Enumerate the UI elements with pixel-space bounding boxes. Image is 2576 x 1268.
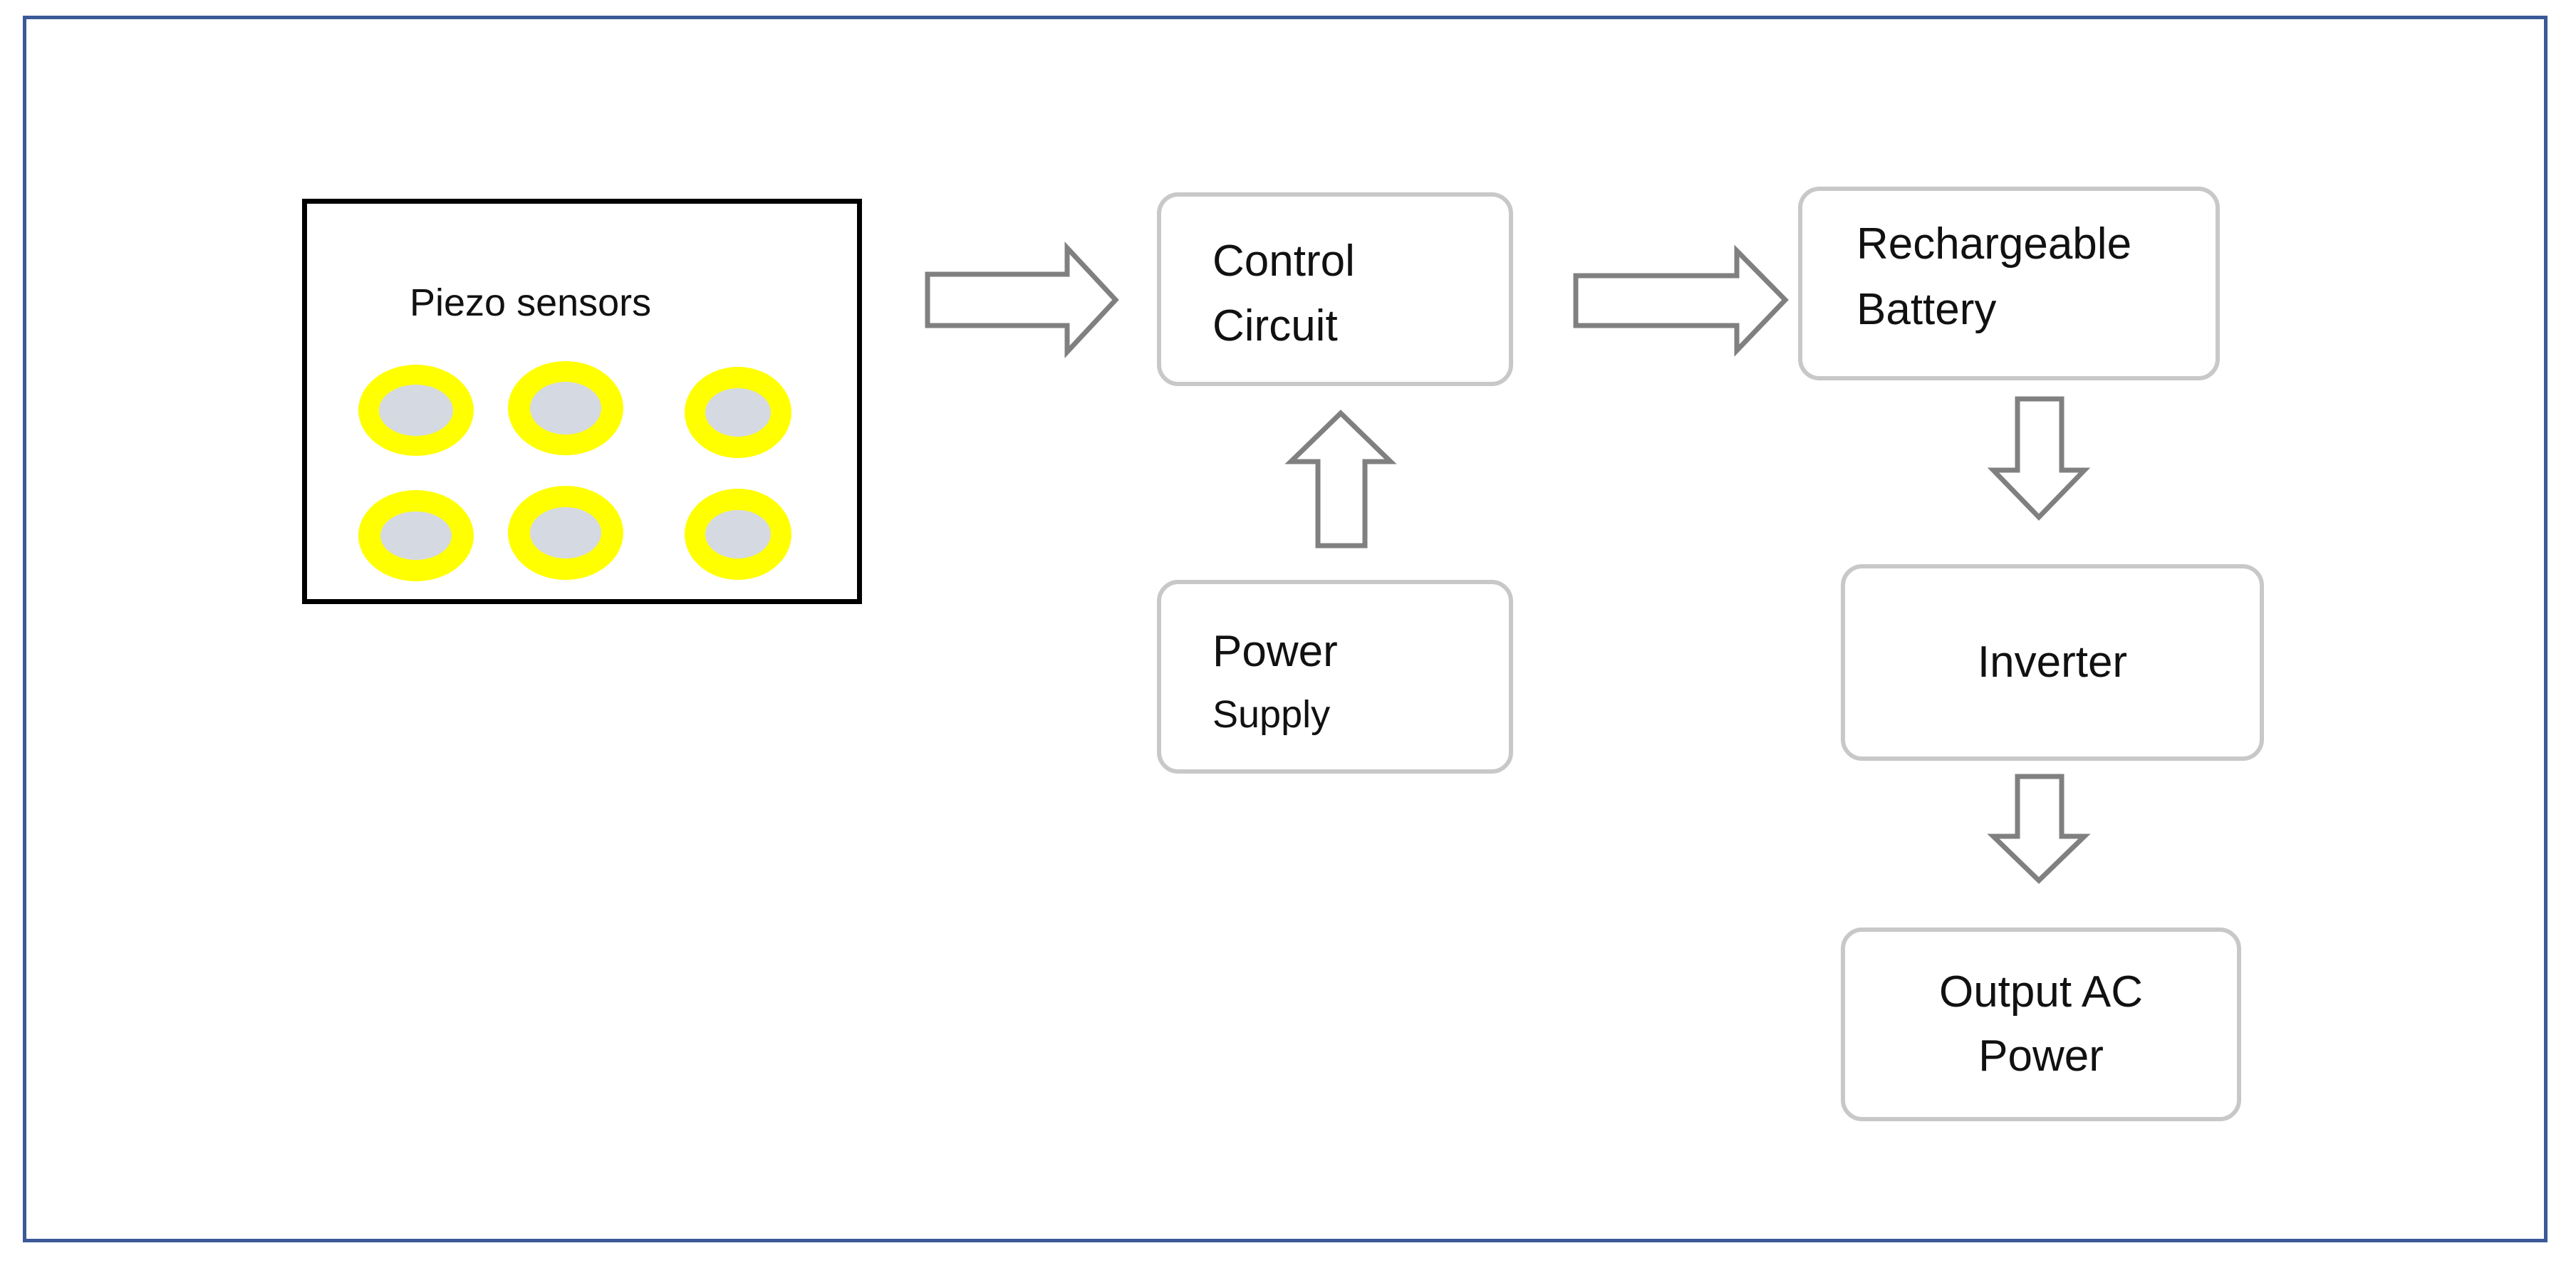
output-label-line2: Power — [1978, 1031, 2104, 1081]
battery-label-line1: Rechargeable — [1856, 219, 2132, 269]
inverter-box: Inverter — [1841, 564, 2264, 761]
piezo-sensor-2 — [508, 361, 623, 455]
arrow-control-to-battery — [1573, 244, 1789, 357]
power-supply-label-line2: Supply — [1212, 693, 1331, 736]
piezo-sensors-label: Piezo sensors — [410, 281, 652, 324]
arrow-battery-to-inverter — [1987, 396, 2091, 521]
piezo-sensor-3 — [685, 367, 791, 458]
piezo-sensor-5 — [508, 486, 623, 580]
battery-box — [1798, 187, 2220, 380]
control-circuit-box — [1157, 192, 1513, 386]
power-supply-box — [1157, 580, 1513, 774]
arrow-inverter-to-output — [1987, 774, 2091, 884]
piezo-sensor-6 — [685, 489, 791, 580]
diagram-frame — [23, 16, 2548, 1242]
arrow-power-to-control — [1284, 410, 1397, 549]
battery-label-line2: Battery — [1856, 285, 1997, 334]
piezo-sensors-group — [358, 361, 791, 581]
power-supply-label-line1: Power — [1212, 627, 1338, 676]
arrow-sensors-to-control — [925, 241, 1119, 358]
control-circuit-label-line2: Circuit — [1212, 301, 1338, 350]
control-circuit-label-line1: Control — [1212, 237, 1355, 286]
output-label-line1: Output AC — [1938, 967, 2144, 1017]
piezo-sensor-1 — [358, 365, 474, 456]
output-ac-power-box: Output AC Power — [1841, 927, 2241, 1121]
inverter-label: Inverter — [1977, 638, 2128, 687]
piezo-sensor-4 — [358, 490, 474, 581]
